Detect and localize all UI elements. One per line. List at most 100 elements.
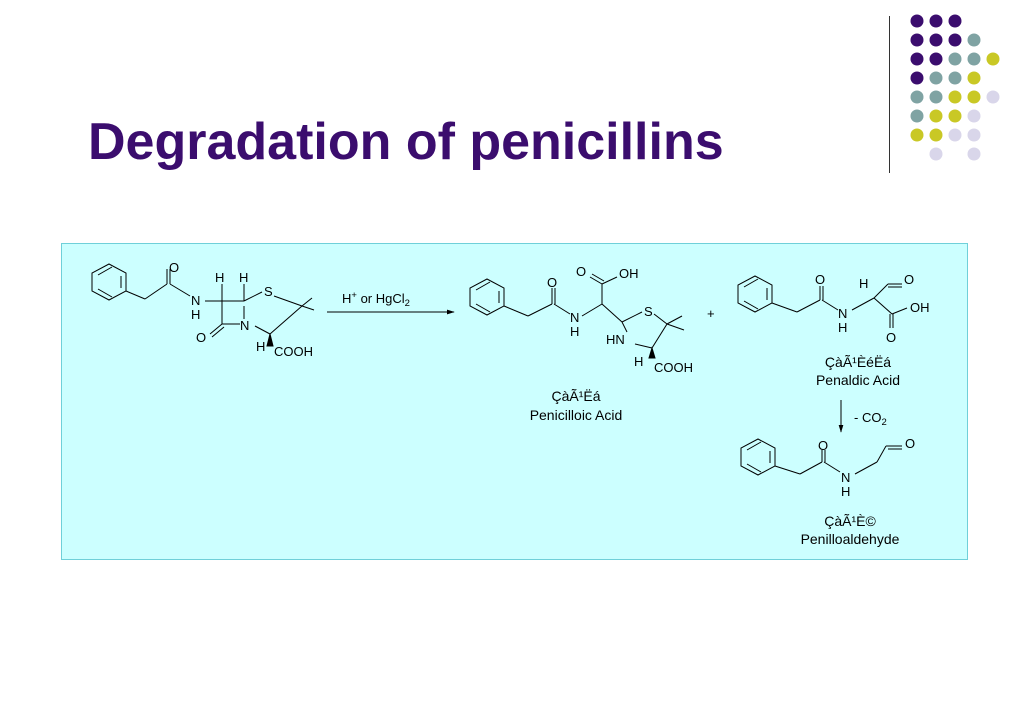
wedge-bond (648, 346, 656, 359)
wedge-bond (266, 333, 274, 347)
carbonyl-bond (589, 276, 603, 285)
aromatic-bond (746, 441, 762, 451)
lactam-carbonyl (211, 326, 225, 338)
benzene-ring (91, 263, 127, 301)
bond (621, 321, 628, 333)
atom-label: O (886, 330, 896, 345)
atom-label: COOH (274, 344, 313, 359)
penaldic-acid-caption-cn: ÇàÃ¹ÈéËá (825, 354, 891, 370)
penicilloic-acid-structure (469, 273, 685, 359)
decorative-dot (910, 90, 924, 104)
decorative-dot (929, 128, 943, 142)
bond (273, 295, 303, 307)
atom-label: O (818, 438, 828, 453)
bond (125, 290, 146, 300)
atom-label: HN (606, 332, 625, 347)
decorative-dot (967, 109, 981, 123)
penaldic-acid-labels: O N H H O OH O ÇàÃ¹ÈéËá Penaldic Acid (815, 272, 930, 388)
decorative-dot (948, 33, 962, 47)
reagent-label: H+ or HgCl2 (342, 290, 410, 309)
decorative-dot (910, 128, 924, 142)
decorative-dot (910, 33, 924, 47)
reaction-scheme-panel: O N H H H S N O H COOH H+ or HgCl2 (61, 243, 968, 560)
aromatic-bond (475, 303, 491, 313)
decorative-dot (929, 14, 943, 28)
divider-line (889, 16, 890, 173)
decorative-dot (967, 147, 981, 161)
bond (873, 297, 893, 315)
bond (873, 283, 889, 299)
atom-label: H (570, 324, 579, 339)
methyl-bond (666, 323, 685, 331)
bond (254, 325, 271, 335)
aromatic-bond (475, 281, 491, 291)
decorative-dot (967, 52, 981, 66)
bond (799, 461, 823, 475)
decorative-dot (948, 52, 962, 66)
penaldic-acid-structure (737, 275, 908, 328)
atom-label: O (905, 436, 915, 451)
decorative-dot (929, 33, 943, 47)
atom-label: O (547, 275, 557, 290)
decorative-dot-grid (910, 14, 1000, 161)
atom-label: N (838, 306, 847, 321)
bond (634, 343, 653, 349)
decorative-dot (948, 14, 962, 28)
methyl-bond (301, 297, 313, 307)
atom-label: COOH (654, 360, 693, 375)
benzene-ring (737, 275, 773, 313)
decarboxylation-label: - CO2 (854, 410, 887, 428)
bond (821, 299, 839, 311)
penaldic-acid-caption-en: Penaldic Acid (816, 372, 900, 388)
decorative-dot (948, 128, 962, 142)
decorative-dot (929, 52, 943, 66)
decorative-dot (910, 109, 924, 123)
decorative-dot (986, 90, 1000, 104)
bond (503, 305, 529, 317)
decorative-dot (967, 90, 981, 104)
decorative-dot (967, 128, 981, 142)
penilloaldehyde-caption-en: Penilloaldehyde (801, 531, 900, 547)
carbonyl-bond (591, 273, 605, 282)
penilloaldehyde-labels: O N H O ÇàÃ¹È© Penilloaldehyde (801, 436, 916, 547)
penilloaldehyde-structure (740, 438, 902, 476)
atom-label: H (239, 270, 248, 285)
atom-label: H (838, 320, 847, 335)
penicilloic-acid-caption-en: Penicilloic Acid (530, 407, 623, 423)
atom-label: H (191, 307, 200, 322)
bond (269, 305, 303, 335)
aromatic-bond (746, 463, 762, 473)
atom-label: H (841, 484, 850, 499)
bond (854, 461, 878, 475)
bond (144, 283, 168, 300)
bond (621, 311, 643, 323)
bond (823, 461, 841, 473)
atom-label: H (634, 354, 643, 369)
plus-sign: + (707, 306, 715, 321)
penicilloic-acid-labels: O N H O OH S HN H COOH ÇàÃ¹Ëá Penicilloi… (530, 264, 693, 423)
atom-label: H (859, 276, 868, 291)
atom-label: O (169, 260, 179, 275)
atom-label: O (576, 264, 586, 279)
aromatic-bond (743, 278, 759, 288)
decorative-dot (929, 71, 943, 85)
bond (876, 445, 887, 463)
bond (601, 276, 618, 285)
decorative-dot (967, 33, 981, 47)
atom-label: S (264, 284, 273, 299)
atom-label: N (570, 310, 579, 325)
atom-label: N (841, 470, 850, 485)
atom-label: S (644, 304, 653, 319)
aromatic-bond (97, 266, 113, 276)
atom-label: O (904, 272, 914, 287)
penicillin-labels: O N H H H S N O H COOH (169, 260, 313, 359)
bond (527, 303, 553, 317)
bond (553, 303, 571, 315)
decorative-dot (910, 14, 924, 28)
bond (581, 303, 603, 317)
atom-label: O (196, 330, 206, 345)
atom-label: H (215, 270, 224, 285)
decorative-dot (910, 52, 924, 66)
atom-label: O (815, 272, 825, 287)
decorative-dot (929, 109, 943, 123)
